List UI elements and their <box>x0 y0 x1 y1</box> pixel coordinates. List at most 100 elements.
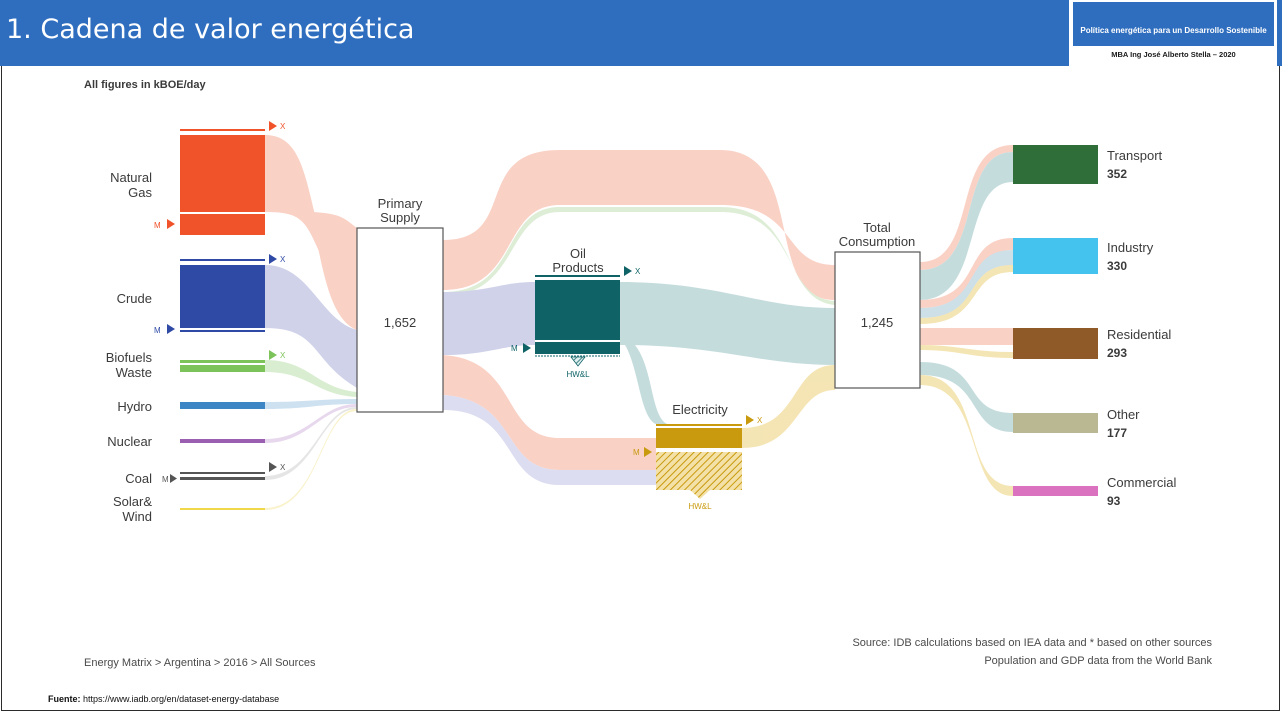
svg-text:M: M <box>633 448 640 457</box>
svg-text:X: X <box>280 463 286 472</box>
export-arrow-icon <box>746 415 754 425</box>
flow-to-transport <box>920 145 1013 270</box>
course-badge: Política energética para un Desarrollo S… <box>1069 0 1277 66</box>
sector-bars <box>1013 145 1098 496</box>
breadcrumb: Energy Matrix > Argentina > 2016 > All S… <box>84 657 316 669</box>
import-arrow-icon <box>523 343 531 353</box>
other-name: Other <box>1107 407 1140 422</box>
label-solar-wind: Solar&Wind <box>113 494 152 524</box>
svg-text:HW&L: HW&L <box>688 502 712 511</box>
flow-electricity-to-consumption <box>742 365 835 448</box>
commercial-value: 93 <box>1107 494 1121 508</box>
export-arrow-icon <box>269 350 277 360</box>
trade-markers: X M X M X X M X M X M <box>154 121 763 484</box>
nuclear-bar <box>180 439 265 443</box>
flows-from-primary-supply <box>443 150 835 485</box>
flow-hydro <box>265 399 357 409</box>
hwl-icon <box>690 490 710 499</box>
transport-name: Transport <box>1107 148 1163 163</box>
transport-bar <box>1013 145 1098 184</box>
export-arrow-icon <box>624 266 632 276</box>
source-citation-url[interactable]: https://www.iadb.org/en/dataset-energy-d… <box>83 694 280 704</box>
residential-name: Residential <box>1107 327 1171 342</box>
import-arrow-icon <box>644 447 652 457</box>
svg-text:X: X <box>757 416 763 425</box>
flow-oil-products-to-consumption <box>620 282 835 365</box>
flow-nuclear <box>265 404 357 443</box>
electricity-node: Electricity HW&L <box>656 402 742 511</box>
total-consumption-value: 1,245 <box>861 315 894 330</box>
flow-crude-to-oil-products <box>443 282 535 355</box>
slide-title: 1. Cadena de valor energética <box>6 14 415 45</box>
flow-natural-gas-main <box>265 135 357 330</box>
svg-text:M: M <box>511 344 518 353</box>
electricity-label: Electricity <box>672 402 728 417</box>
hwl-icon <box>570 356 586 367</box>
flow-other-to-electricity <box>443 395 656 485</box>
flow-biofuels <box>265 360 357 397</box>
label-hydro: Hydro <box>117 399 152 414</box>
import-arrow-icon <box>170 474 177 483</box>
source-note-2: Population and GDP data from the World B… <box>984 655 1212 667</box>
industry-name: Industry <box>1107 240 1154 255</box>
export-arrow-icon <box>269 121 277 131</box>
coal-bar <box>180 472 265 474</box>
svg-text:M: M <box>154 326 161 335</box>
industry-bar <box>1013 238 1098 274</box>
svg-text:X: X <box>280 351 286 360</box>
other-bar <box>1013 413 1098 433</box>
flow-to-other <box>920 362 1013 432</box>
svg-text:M: M <box>154 221 161 230</box>
source-note: Source: IDB calculations based on IEA da… <box>852 637 1212 649</box>
import-arrow-icon <box>167 324 175 334</box>
biofuels-bar <box>180 360 265 363</box>
source-citation-label: Fuente: <box>48 694 81 704</box>
course-name: Política energética para un Desarrollo S… <box>1073 2 1274 46</box>
flow-to-residential <box>920 328 1013 345</box>
flow-to-industry-elec <box>920 265 1013 324</box>
label-coal: Coal <box>125 471 152 486</box>
flows-to-primary-supply <box>265 135 357 510</box>
flow-to-residential-elec <box>920 345 1013 358</box>
other-value: 177 <box>1107 426 1127 440</box>
svg-text:X: X <box>280 255 286 264</box>
svg-text:M: M <box>162 475 169 484</box>
units-note: All figures in kBOE/day <box>84 79 207 91</box>
slide-frame <box>1 66 1280 711</box>
flow-oil-products-to-electricity <box>625 345 672 425</box>
sector-labels: Transport 352 Industry 330 Residential 2… <box>1107 148 1176 508</box>
primary-supply-value: 1,652 <box>384 315 417 330</box>
crude-bar <box>180 265 265 328</box>
flow-to-industry-main <box>920 250 1013 318</box>
label-nuclear: Nuclear <box>107 434 152 449</box>
export-arrow-icon <box>269 462 277 472</box>
flow-to-industry <box>920 238 1013 308</box>
flows-to-sectors <box>920 145 1013 496</box>
label-crude: Crude <box>117 291 152 306</box>
commercial-name: Commercial <box>1107 475 1176 490</box>
industry-value: 330 <box>1107 259 1127 273</box>
flow-crude-main <box>265 265 357 388</box>
svg-text:X: X <box>635 267 641 276</box>
solar-wind-bar <box>180 508 265 510</box>
flow-gas-to-electricity <box>443 355 656 470</box>
svg-text:X: X <box>280 122 286 131</box>
flow-to-transport-main <box>920 152 1013 300</box>
flow-coal <box>265 407 357 480</box>
hydro-bar <box>180 402 265 409</box>
commercial-bar <box>1013 486 1098 496</box>
export-arrow-icon <box>269 254 277 264</box>
source-bars <box>180 129 265 510</box>
source-citation: Fuente: https://www.iadb.org/en/dataset-… <box>48 694 279 704</box>
residential-bar <box>1013 328 1098 359</box>
natural-gas-bar <box>180 135 265 235</box>
